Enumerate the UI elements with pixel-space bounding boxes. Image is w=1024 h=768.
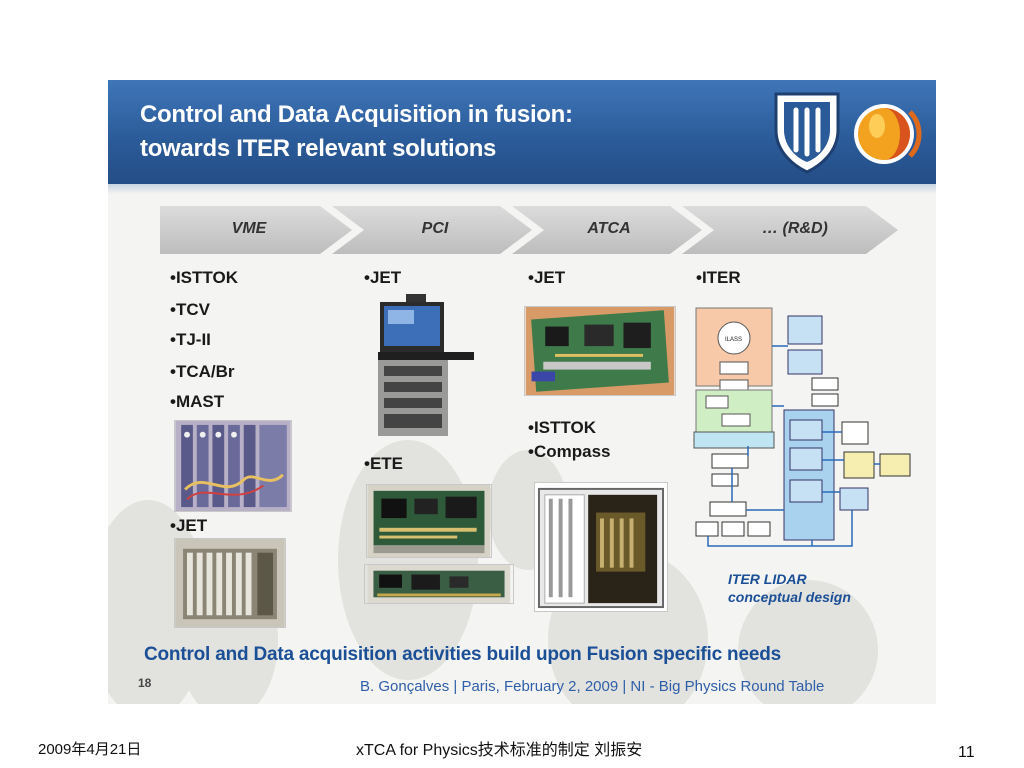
pci-ete-board-photo — [366, 484, 492, 558]
title-line-2: towards ITER relevant solutions — [140, 135, 497, 162]
pci-item-jet: •JET — [364, 268, 402, 287]
slide-page-number: 18 — [138, 676, 152, 690]
caption-line-1: ITER LIDAR — [728, 571, 807, 587]
chevron-pci — [332, 206, 532, 254]
pci-item-ete: •ETE — [364, 454, 404, 473]
vme-item-isttok: •ISTTOK — [170, 268, 238, 287]
atca-item-jet: •JET — [528, 268, 566, 287]
atca-item-compass: •Compass — [528, 442, 611, 461]
step-label-atca: ATCA — [587, 220, 631, 237]
title-line-1: Control and Data Acquisition in fusion: — [140, 101, 573, 128]
footer-title: xTCA for Physics技术标准的制定 刘振安 — [356, 742, 643, 759]
vme-item-jet: •JET — [170, 516, 208, 535]
chevron-vme — [160, 206, 352, 254]
iter-lidar-caption: ITER LIDAR conceptual design — [728, 570, 851, 606]
slide-footer-statement: Control and Data acquisition activities … — [144, 644, 781, 665]
step-label-pci: PCI — [421, 220, 449, 237]
slide: Control and Data Acquisition in fusion: … — [108, 80, 936, 704]
atca-item-isttok: •ISTTOK — [528, 418, 596, 437]
header-shadow-band — [108, 184, 936, 194]
slide-title: Control and Data Acquisition in fusion: … — [140, 98, 573, 166]
vme-jet-crate-photo — [174, 538, 286, 628]
slide-credit: B. Gonçalves | Paris, February 2, 2009 |… — [360, 678, 825, 695]
atca-jet-board-photo — [524, 306, 676, 396]
iter-lidar-diagram: ILASS — [693, 307, 911, 547]
chevron-atca — [512, 206, 702, 254]
slide-header: Control and Data Acquisition in fusion: … — [108, 80, 936, 184]
footer-date: 2009年4月21日 — [38, 741, 142, 758]
footer-page-number: 11 — [958, 744, 975, 761]
atca-crate-photo — [534, 482, 668, 612]
vme-item-tcv: •TCV — [170, 300, 210, 319]
pci-card-photo — [364, 564, 514, 604]
vme-board-photo — [174, 420, 292, 512]
pci-rack-photo — [378, 294, 474, 436]
caption-line-2: conceptual design — [728, 589, 851, 605]
fusion-orb-logo — [854, 104, 922, 164]
university-shield-logo — [774, 92, 840, 174]
chevron-rnd — [682, 206, 898, 254]
rnd-item-iter: •ITER — [696, 268, 741, 287]
vme-item-tjii: •TJ-II — [170, 330, 211, 349]
step-label-rnd: … (R&D) — [762, 220, 828, 237]
vme-item-tcabr: •TCA/Br — [170, 362, 235, 381]
technology-chevrons — [160, 206, 898, 254]
diagram-center-label: ILASS — [725, 337, 742, 343]
step-label-vme: VME — [231, 220, 267, 237]
vme-item-mast: •MAST — [170, 392, 225, 411]
